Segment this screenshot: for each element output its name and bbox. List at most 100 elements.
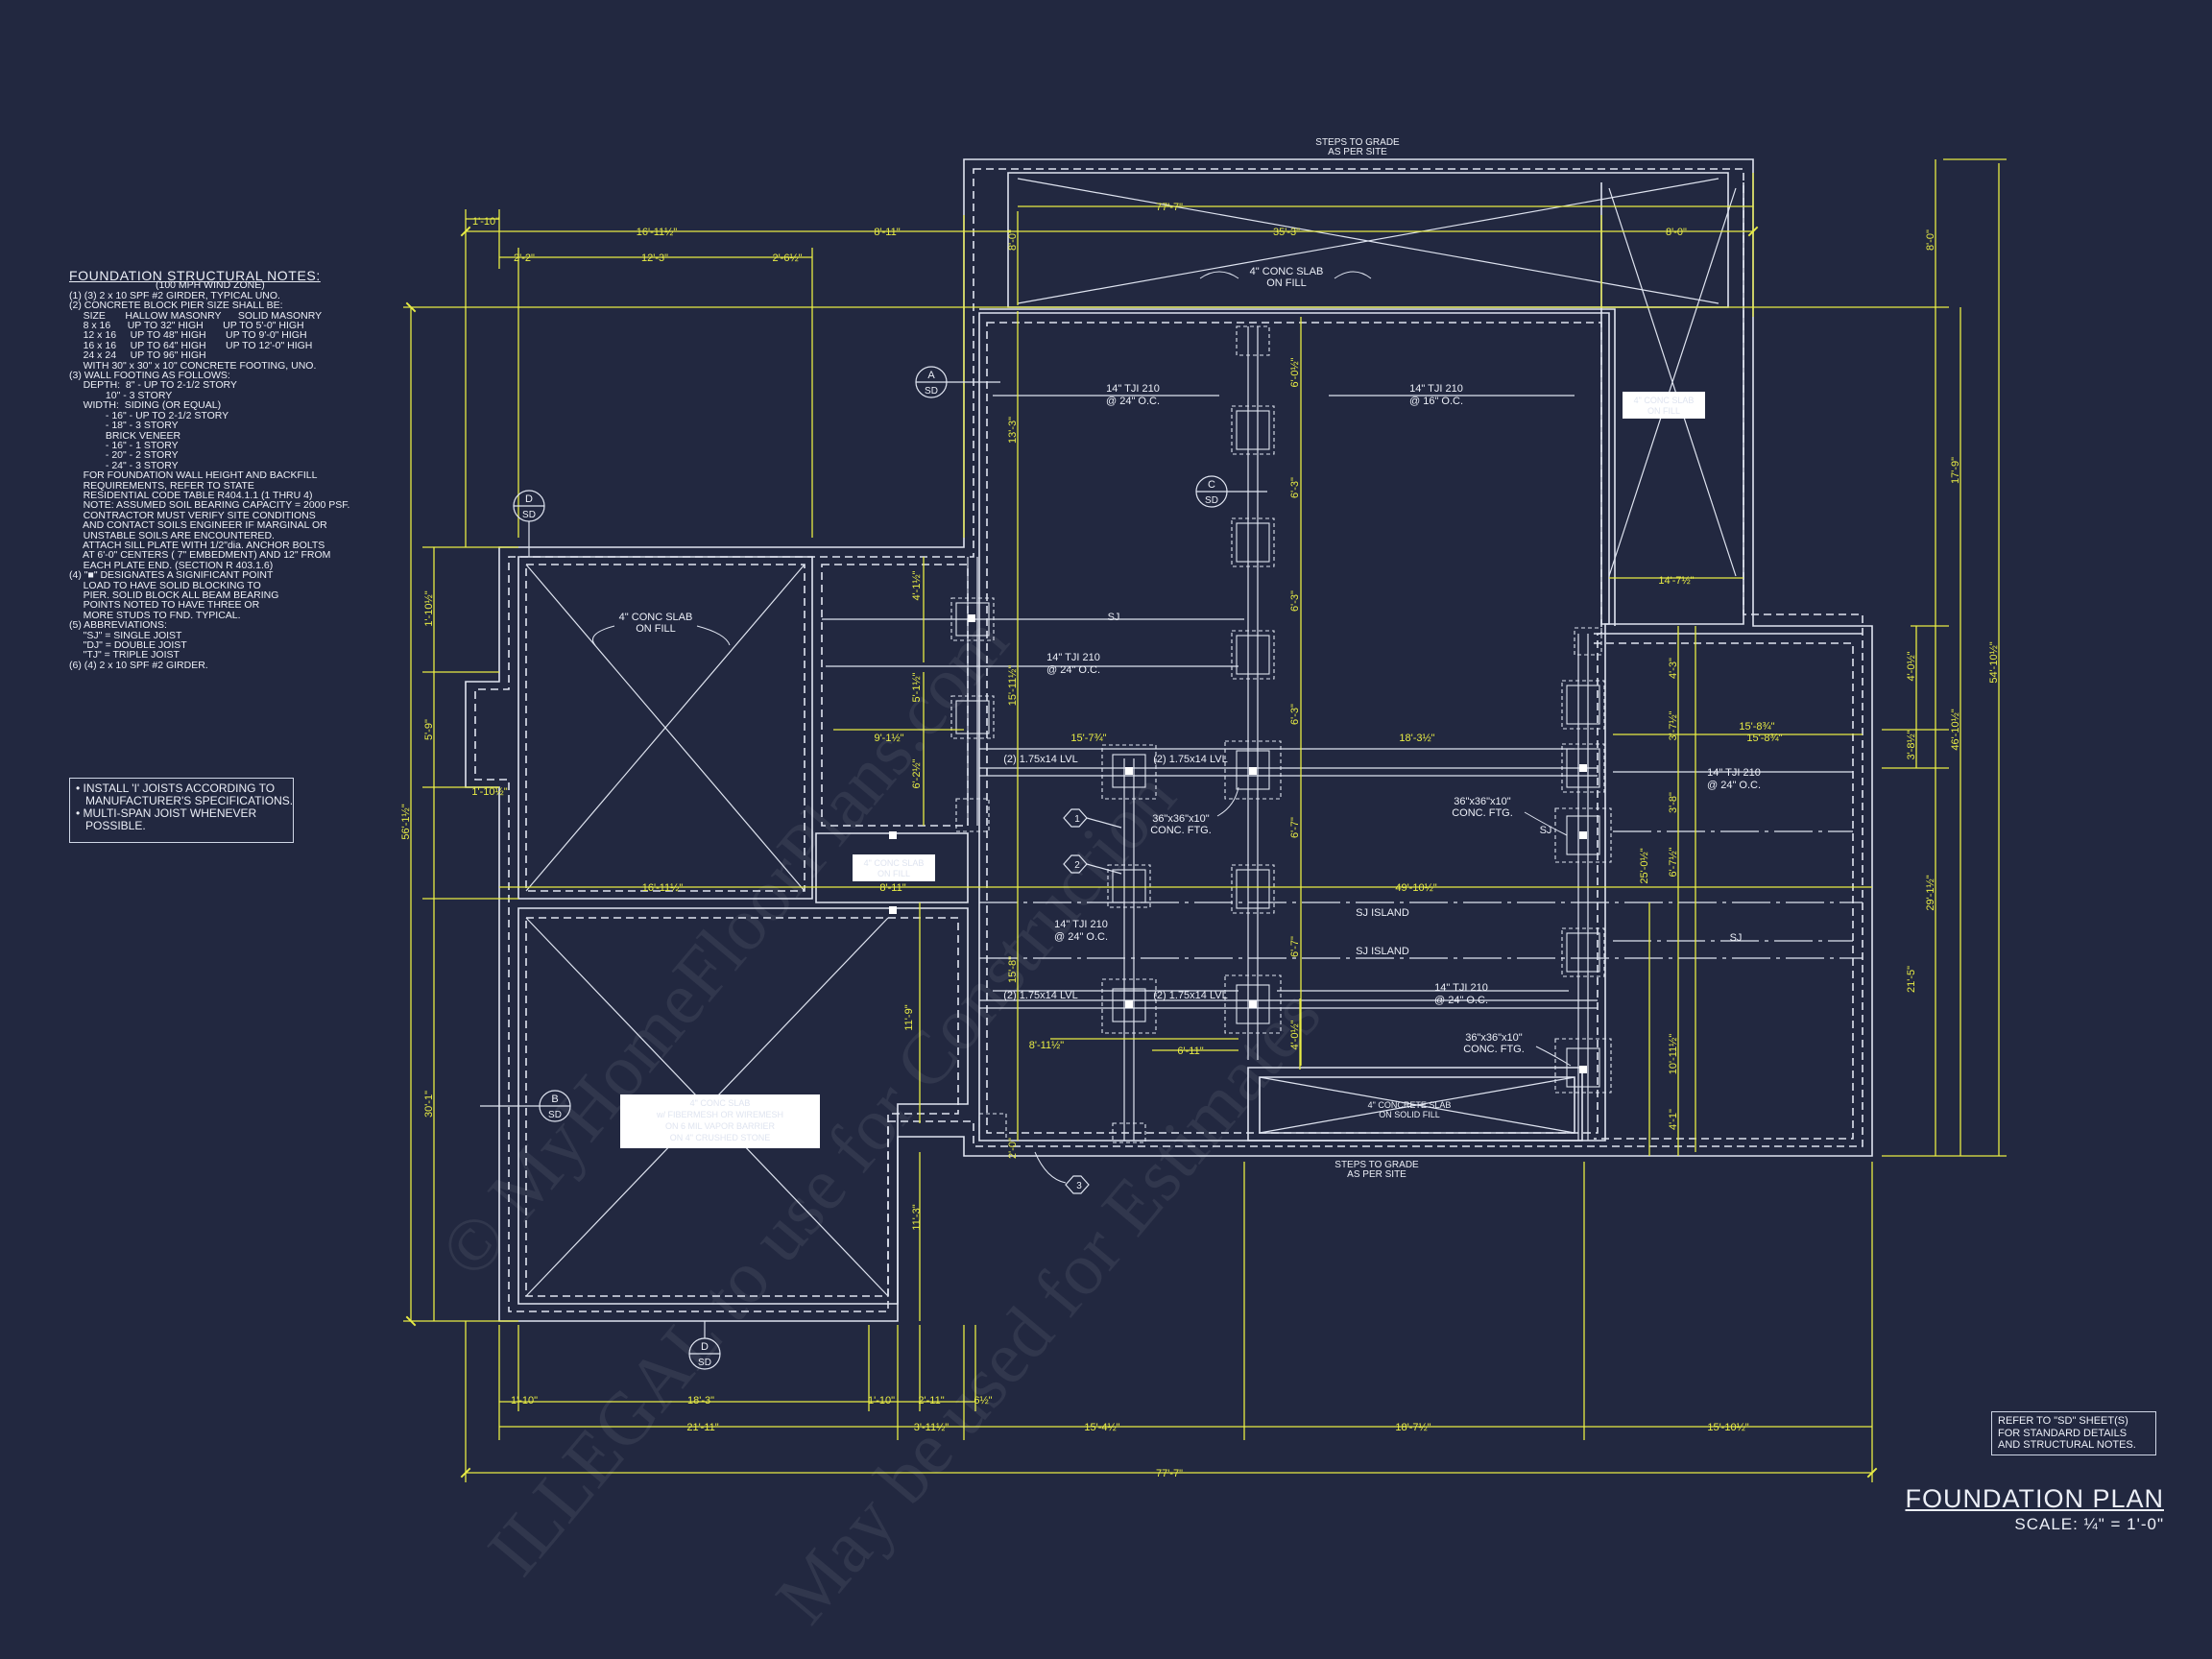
dim-label: 35'-3" (1273, 227, 1300, 238)
sheet-title: FOUNDATION PLAN (1905, 1484, 2164, 1513)
steps-label: STEPS TO GRADE (1334, 1160, 1419, 1170)
svg-text:SD: SD (925, 386, 938, 397)
dim-label: 3'-8" (1668, 792, 1679, 813)
dim-label: 18'-7½" (1395, 1422, 1431, 1433)
sheet-scale: SCALE: ¼" = 1'-0" (2014, 1515, 2164, 1533)
dim-label: 15'-11½" (1007, 665, 1019, 707)
note-line: FOR FOUNDATION WALL HEIGHT AND BACKFILL (69, 469, 318, 482)
dim-label: 15'-7¾" (1070, 733, 1106, 744)
section-tag-d-bottom[interactable]: D SD (688, 1321, 721, 1370)
note-callouts: 1 2 3 (1063, 808, 1122, 1194)
note-line: "TJ" = TRIPLE JOIST (69, 649, 180, 661)
note-line: "SJ" = SINGLE JOIST (69, 629, 182, 641)
dim-label: 8'-0" (1925, 229, 1936, 251)
dim-label: 6'-0½" (1289, 357, 1301, 387)
note-line: REFER TO "SD" SHEET(S) (1998, 1415, 2128, 1427)
dim-label: 6'-2½" (911, 758, 923, 788)
dim-label: 15'-8¾" (1739, 721, 1774, 733)
note-line: RESIDENTIAL CODE TABLE R404.1.1 (1 THRU … (69, 489, 313, 501)
joist-label: 14" TJI 210 (1106, 383, 1160, 395)
dimension-labels: 1'-10" 16'-11½" 8'-11" 77'-7" 35'-3" 8'-… (472, 202, 1783, 1479)
dim-label: 5'-9" (423, 719, 435, 740)
section-tag-c[interactable]: C SD (1195, 475, 1267, 508)
dim-label: 3'-7½" (1668, 710, 1679, 740)
dim-label: 15'-10½" (1707, 1422, 1748, 1433)
beam-label: (2) 1.75x14 LVL (1153, 990, 1227, 1001)
note-line: MANUFACTURER'S SPECIFICATIONS. (76, 794, 294, 807)
vertical-dimension-labels: 8'-0" 13'-3" 15'-11½" 15'-8" 2'-0" 4'-1½… (400, 229, 2000, 1231)
note-line: (3) WALL FOOTING AS FOLLOWS: (69, 370, 230, 382)
section-tag-b[interactable]: B SD (480, 1090, 571, 1122)
dim-label: 4'-3" (1668, 658, 1679, 679)
note-line: 16 x 16 UP TO 64" HIGH UP TO 12'-0" HIGH (69, 339, 313, 351)
dim-label: 1'-10" (472, 216, 499, 228)
joist-label: 14" TJI 210 (1707, 767, 1761, 779)
notes-subtitle: (100 MPH WIND ZONE) (156, 279, 265, 292)
dim-label: 6'-7" (1289, 817, 1301, 838)
dim-label: 6'-7½" (1668, 847, 1679, 877)
svg-text:SD: SD (548, 1110, 562, 1120)
callout-3[interactable]: 3 (1065, 1175, 1090, 1194)
dim-label: 2'-6½" (772, 252, 802, 264)
note-line: (4) "■" DESIGNATES A SIGNIFICANT POINT (69, 569, 274, 582)
svg-text:1: 1 (1074, 814, 1080, 825)
notes-list: (1) (3) 2 x 10 SPF #2 GIRDER, TYPICAL UN… (69, 290, 376, 670)
dim-label: 18'-3½" (1399, 733, 1434, 744)
dim-label: 4'-0½" (1289, 1020, 1301, 1049)
note-line: MORE STUDS TO FND. TYPICAL. (69, 609, 241, 621)
dim-label: 2'-2" (514, 252, 535, 264)
callout-1[interactable]: 1 (1063, 808, 1122, 829)
note-line: DEPTH: 8" - UP TO 2-1/2 STORY (69, 379, 237, 392)
callout-2[interactable]: 2 (1063, 854, 1122, 875)
joist-label: 14" TJI 210 (1434, 982, 1488, 994)
dim-label: 10'-11½" (1668, 1034, 1679, 1075)
dim-label: 5'-1½" (911, 672, 923, 702)
slab-label: 4" CONC SLAB (1634, 396, 1695, 405)
beam-label: (2) 1.75x14 LVL (1003, 754, 1077, 765)
svg-text:A: A (927, 370, 935, 381)
dim-label: 21'-11" (686, 1422, 718, 1433)
dim-label: 8'-0" (1007, 229, 1019, 251)
note-line: BRICK VENEER (69, 429, 181, 442)
note-line: 24 x 24 UP TO 96" HIGH (69, 349, 206, 362)
slab-label: ON 4" CRUSHED STONE (670, 1133, 771, 1142)
dim-label: 2'-0" (1007, 1138, 1019, 1159)
note-line: 12 x 16 UP TO 48" HIGH UP TO 9'-0" HIGH (69, 329, 307, 342)
note-line: • INSTALL 'I' JOISTS ACCORDING TO (76, 781, 276, 795)
note-line: - 16" - 1 STORY (69, 439, 179, 451)
dim-label: 1'-10" (511, 1395, 538, 1407)
joist-label: @ 24" O.C. (1434, 995, 1488, 1006)
dim-label: 2'-11" (918, 1395, 944, 1407)
dim-label: 77'-7" (1156, 202, 1183, 213)
note-line: CONTRACTOR MUST VERIFY SITE CONDITIONS (69, 509, 316, 521)
steps-label: STEPS TO GRADE (1315, 137, 1400, 148)
note-line: - 20" - 2 STORY (69, 449, 179, 462)
slab-label-boxes: 4" CONC SLAB ON FILL 4" CONC SLAB ON FIL… (620, 392, 1705, 1148)
dim-label: 13'-3" (1007, 417, 1019, 444)
joist-arrows (826, 395, 1853, 992)
foundation-structural-notes: FOUNDATION STRUCTURAL NOTES: (100 MPH WI… (69, 268, 376, 671)
dim-label: 16'-11½" (637, 227, 678, 238)
dim-label: 77'-7" (1156, 1468, 1183, 1479)
dim-label: 4'-1½" (911, 570, 923, 600)
leaders (592, 271, 1572, 1184)
dim-label: 3'-11½" (914, 1422, 949, 1433)
section-tag-a[interactable]: A SD (915, 366, 1000, 398)
slab-label: 4" CONC SLAB (864, 858, 925, 868)
dim-label: 49'-10½" (1395, 882, 1436, 894)
dim-label: 4'-0½" (1906, 651, 1917, 681)
beam-label: (2) 1.75x14 LVL (1003, 990, 1077, 1001)
joist-label: @ 24" O.C. (1707, 780, 1761, 791)
svg-text:3: 3 (1076, 1181, 1082, 1191)
note-line: POSSIBLE. (76, 819, 146, 832)
steps-label: AS PER SITE (1347, 1169, 1407, 1180)
notes-title: FOUNDATION STRUCTURAL NOTES: (69, 268, 321, 283)
piers (950, 325, 1612, 1143)
refer-sd-sheets-note: REFER TO "SD" SHEET(S) FOR STANDARD DETA… (1991, 1411, 2156, 1455)
dim-label: 30'-1" (423, 1091, 435, 1118)
dim-label: 9'-1½" (874, 733, 903, 744)
note-line: SIZE HALLOW MASONRY SOLID MASONRY (69, 309, 323, 322)
note-line: WIDTH: SIDING (OR EQUAL) (69, 399, 222, 412)
joist-label: @ 16" O.C. (1409, 396, 1463, 407)
section-tag-d-top[interactable]: D SD (513, 490, 545, 557)
